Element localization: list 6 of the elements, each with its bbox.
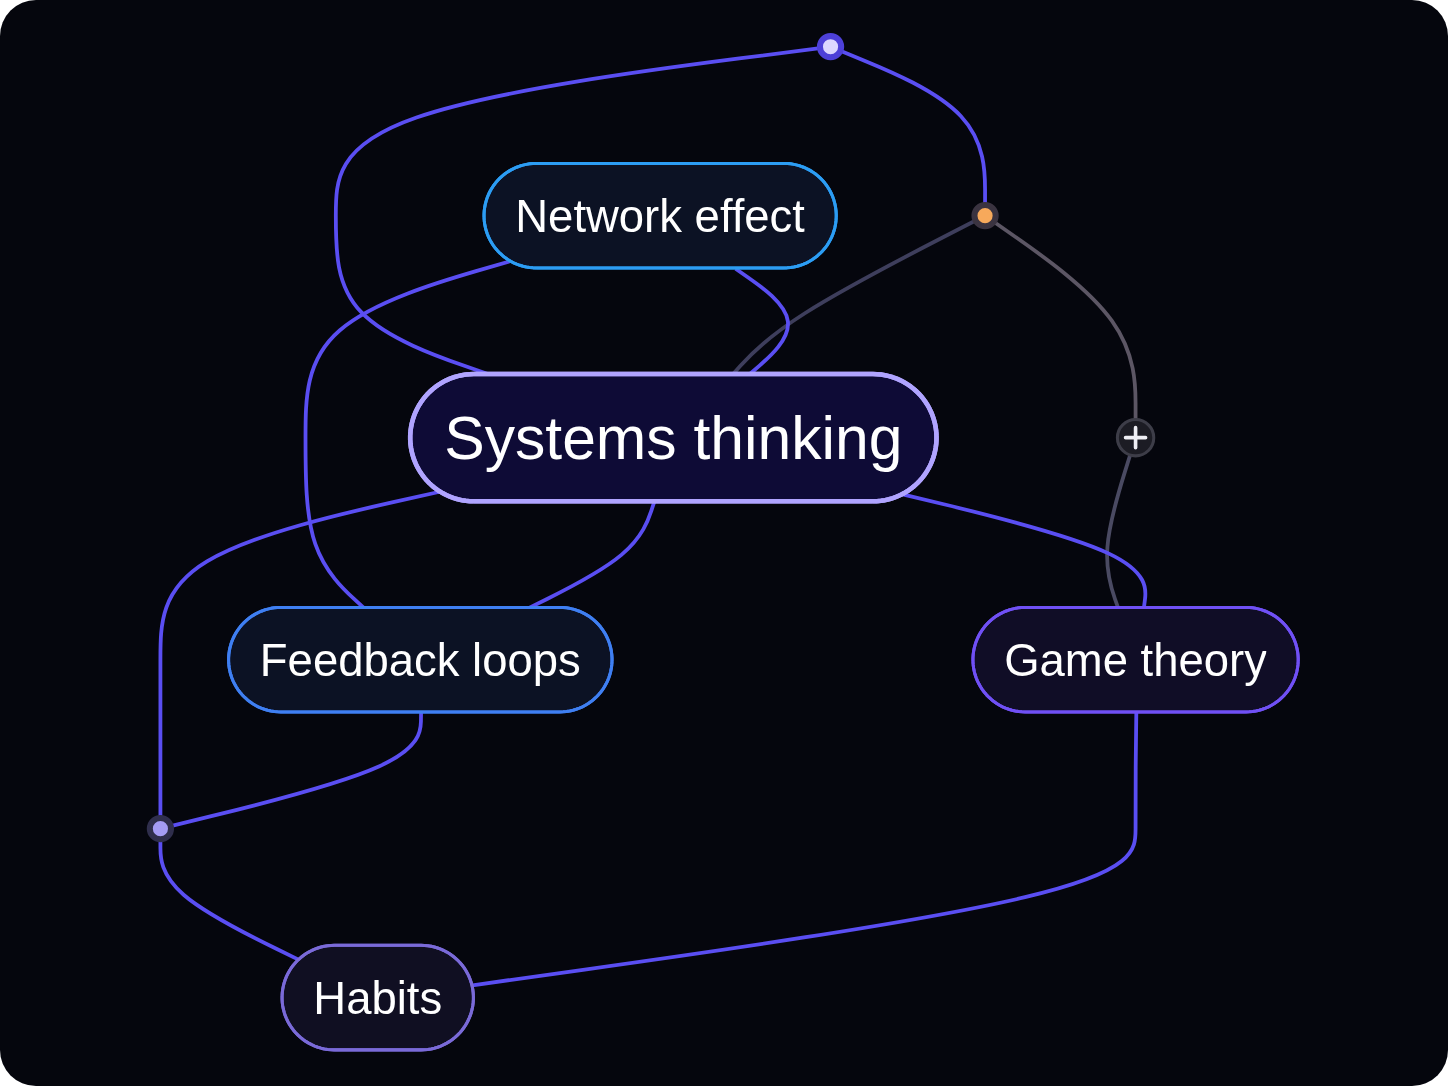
connector [170, 712, 423, 828]
node-circle [816, 33, 845, 61]
node-circle [971, 202, 999, 230]
node-circle [1115, 418, 1156, 458]
connector [472, 712, 1139, 988]
node-circle [146, 815, 175, 843]
